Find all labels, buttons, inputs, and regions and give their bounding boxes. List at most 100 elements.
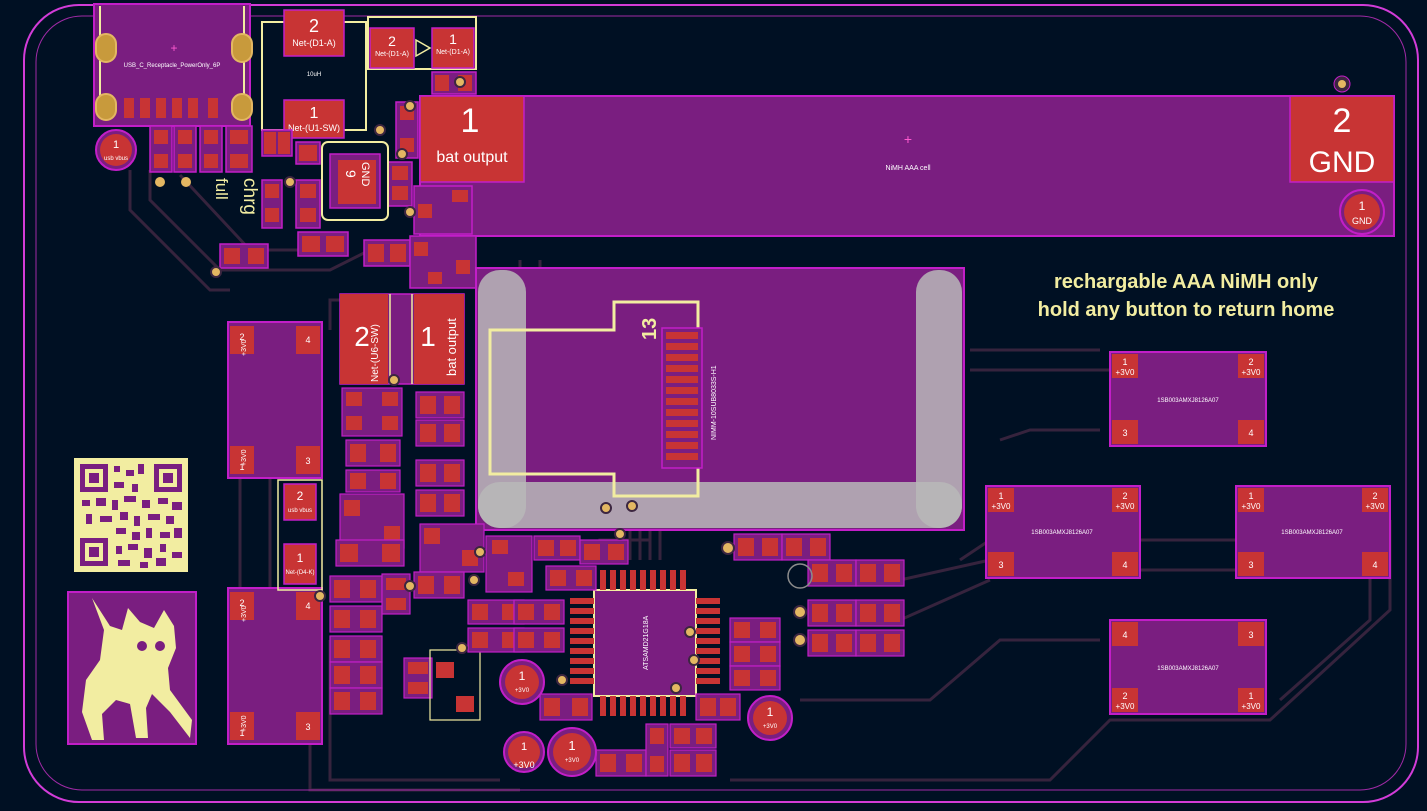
svg-text:1: 1	[420, 321, 436, 352]
svg-text:+3V0: +3V0	[565, 758, 580, 764]
svg-text:1: 1	[1248, 491, 1253, 501]
inductor-l2[interactable]: 2 Net-(U6-SW) 1 bat output	[339, 293, 465, 385]
svg-text:1SB003AMXJ8126A07: 1SB003AMXJ8126A07	[1157, 398, 1219, 404]
svg-text:+3V0: +3V0	[515, 688, 530, 694]
svg-text:+3V0: +3V0	[1116, 502, 1135, 511]
button-sw3[interactable]: 1 +3V0 2 +3V0 3 4 1SB003AMXJ8126A07	[1235, 485, 1391, 579]
left-button-top[interactable]: 2 +3V0 4 1 +3V0 3	[227, 321, 323, 479]
regulator-ic-u1[interactable]: 9 GND	[321, 141, 389, 221]
sd-pin-marker: 13	[639, 318, 661, 340]
center-cross-icon: +	[904, 131, 912, 147]
svg-text:1: 1	[239, 462, 244, 472]
mounting-hole-marker	[787, 563, 813, 589]
board-notice-line2: hold any button to return home	[1038, 299, 1335, 321]
svg-text:2: 2	[1122, 691, 1127, 701]
svg-text:2: 2	[354, 321, 370, 352]
smd-parts-mid-cluster[interactable]	[409, 185, 477, 289]
svg-text:3: 3	[305, 722, 310, 732]
svg-text:3: 3	[1248, 560, 1253, 570]
svg-text:1: 1	[239, 728, 244, 738]
button-sw4[interactable]: 4 3 2 +3V0 1 +3V0 1SB003AMXJ8126A07	[1109, 619, 1267, 715]
smd-resistor-array-usb[interactable]	[149, 125, 253, 187]
svg-text:1SB003AMXJ8126A07: 1SB003AMXJ8126A07	[1031, 530, 1093, 536]
svg-text:+3V0: +3V0	[992, 502, 1011, 511]
svg-text:+3V0: +3V0	[1116, 702, 1135, 711]
test-point-3v0-b[interactable]: 1 +3V0	[503, 731, 545, 773]
svg-text:Net-(U1-SW): Net-(U1-SW)	[288, 123, 340, 133]
test-point-usb-vbus[interactable]: 1 usb vbus	[95, 129, 137, 171]
svg-text:1SB003AMXJ8126A07: 1SB003AMXJ8126A07	[1281, 530, 1343, 536]
svg-text:Net-(D1-A): Net-(D1-A)	[292, 38, 336, 48]
silk-full-label: full	[212, 178, 231, 200]
svg-text:10uH: 10uH	[307, 72, 321, 78]
svg-text:1: 1	[519, 669, 526, 683]
mcu-ref-label: ATSAMD21G18A	[643, 615, 650, 670]
smd-caps-top-cluster[interactable]	[219, 71, 477, 269]
diode-d1[interactable]: 2 Net-(D1-A) 1 Net-(D1-A)	[367, 16, 477, 70]
svg-text:1: 1	[113, 139, 119, 151]
svg-text:1SB003AMXJ8126A07: 1SB003AMXJ8126A07	[1157, 666, 1219, 672]
sd-card-connector-pins[interactable]	[661, 327, 703, 469]
battery-pad2-number: 2	[1333, 102, 1352, 140]
button-sw1[interactable]: 1 +3V0 2 +3V0 3 4 1SB003AMXJ8126A07	[1109, 351, 1267, 447]
svg-text:4: 4	[1372, 560, 1377, 570]
svg-text:1: 1	[1248, 691, 1253, 701]
silk-chrg-label: chrg	[239, 178, 260, 215]
diode-d4[interactable]: 2 usb vbus 1 Net-(D4-K)	[277, 479, 323, 591]
svg-text:2: 2	[309, 16, 319, 36]
svg-text:Net-(U6-SW): Net-(U6-SW)	[370, 324, 381, 382]
test-point-gnd[interactable]: 1 GND	[1339, 189, 1385, 235]
svg-text:+3V0: +3V0	[513, 760, 534, 770]
svg-text:Net-(D1-A): Net-(D1-A)	[436, 49, 470, 56]
svg-text:4: 4	[1122, 630, 1127, 640]
svg-text:+3V0: +3V0	[1242, 702, 1261, 711]
svg-text:1: 1	[767, 705, 774, 719]
svg-text:2: 2	[239, 598, 244, 608]
test-point-3v0-a[interactable]: 1 +3V0	[499, 659, 545, 705]
svg-text:2: 2	[1248, 357, 1253, 367]
button-sw2[interactable]: 1 +3V0 2 +3V0 3 4 1SB003AMXJ8126A07	[985, 485, 1141, 579]
test-point-3v0-c[interactable]: 1 +3V0	[547, 727, 597, 777]
svg-text:bat output: bat output	[444, 318, 459, 376]
display-keepout-zone: 13 NIMM-10SUB8033S-H1	[475, 267, 965, 531]
svg-text:+3V0: +3V0	[241, 605, 248, 622]
svg-text:1: 1	[1359, 199, 1366, 213]
svg-text:Net-(D1-A): Net-(D1-A)	[375, 51, 409, 58]
svg-text:GND: GND	[1352, 216, 1373, 226]
vias	[210, 76, 807, 694]
svg-text:1: 1	[521, 741, 527, 753]
svg-text:1: 1	[1122, 357, 1127, 367]
svg-text:GND: GND	[359, 162, 371, 187]
svg-text:3: 3	[998, 560, 1003, 570]
battery-holder[interactable]: 1 bat output 2 GND NiMH AAA cell +	[419, 75, 1395, 237]
svg-text:2: 2	[1122, 491, 1127, 501]
test-point-3v0-d[interactable]: 1 +3V0	[747, 695, 793, 741]
sd-ref-label: NIMM-10SUB8033S-H1	[711, 365, 718, 440]
smd-passives-lower-cluster[interactable]	[329, 387, 905, 777]
cat-logo	[67, 591, 197, 745]
svg-text:3: 3	[1122, 428, 1127, 438]
svg-text:+3V0: +3V0	[1366, 502, 1385, 511]
mcu-ic[interactable]: ATSAMD21G18A	[570, 570, 720, 716]
svg-text:3: 3	[305, 456, 310, 466]
svg-text:+3V0: +3V0	[1242, 502, 1261, 511]
battery-ref-label: NiMH AAA cell	[885, 165, 931, 172]
battery-pad2-net: GND	[1309, 146, 1376, 179]
svg-text:+3V0: +3V0	[241, 715, 248, 732]
svg-text:3: 3	[1248, 630, 1253, 640]
svg-text:1: 1	[310, 105, 319, 122]
qr-code	[74, 458, 188, 572]
svg-text:2: 2	[297, 489, 304, 503]
usb-c-receptacle[interactable]: USB_C_Receptacle_PowerOnly_6P +	[93, 3, 253, 127]
left-button-bottom[interactable]: 2 +3V0 4 1 +3V0 3	[227, 587, 323, 745]
svg-text:9: 9	[343, 170, 359, 178]
svg-text:1: 1	[568, 738, 575, 753]
center-cross-icon: +	[170, 41, 177, 55]
svg-text:Net-(D4-K): Net-(D4-K)	[285, 570, 314, 576]
svg-text:4: 4	[1122, 560, 1127, 570]
svg-text:4: 4	[305, 601, 310, 611]
svg-text:+3V0: +3V0	[1242, 368, 1261, 377]
board-edge-clearance	[35, 15, 1407, 791]
inductor-l1[interactable]: 2 Net-(D1-A) 1 Net-(U1-SW) 10uH	[261, 9, 367, 139]
